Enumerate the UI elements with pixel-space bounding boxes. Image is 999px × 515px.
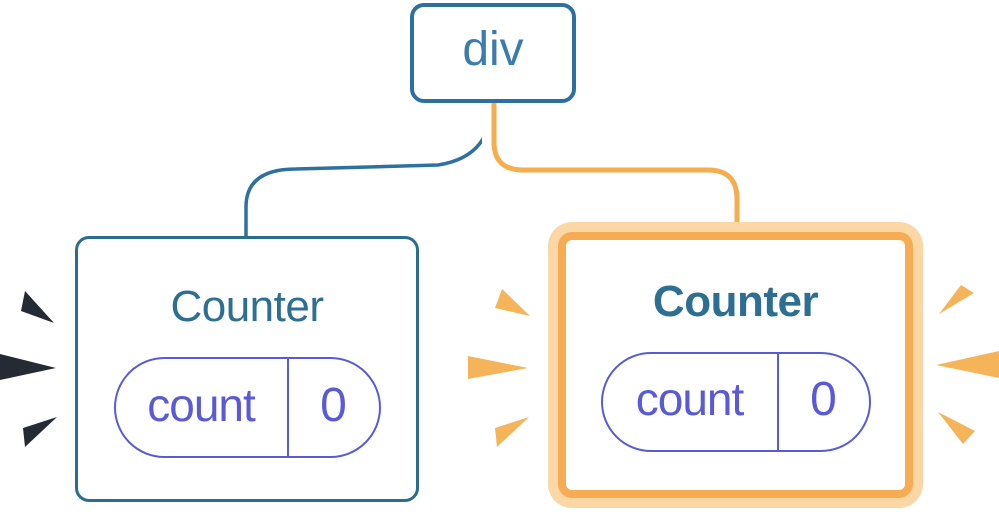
spark-orange-top-right [939, 285, 974, 314]
counter-card-left: Counter count 0 [75, 236, 419, 502]
spark-dark-top [21, 291, 54, 323]
state-pill-right-value-cell: 0 [779, 354, 869, 450]
spark-orange-top-left [495, 289, 530, 316]
tree-node-div-label: div [462, 23, 524, 76]
state-pill-left-key-cell: count [116, 359, 289, 456]
state-pill-right-key-cell: count [603, 354, 779, 450]
spark-burst-dark [0, 291, 57, 447]
state-pill-left: count 0 [113, 357, 381, 458]
spark-orange-middle-right [936, 351, 999, 378]
state-key-label: count [635, 373, 745, 425]
spark-orange-middle-left [468, 356, 528, 379]
connector-blue-left-child [244, 99, 494, 242]
connector-highlight-orange [491, 96, 740, 230]
counter-card-right-highlighted: Counter count 0 [558, 232, 913, 498]
tree-node-div: div [410, 3, 576, 103]
state-pill-right: count 0 [600, 352, 871, 452]
counter-title-right: Counter [652, 277, 819, 326]
spark-orange-bottom-left [495, 417, 529, 447]
spark-dark-bottom [23, 417, 57, 447]
state-pill-left-value-cell: 0 [289, 359, 379, 456]
state-key-label: count [147, 378, 256, 431]
counter-title-left: Counter [170, 282, 324, 331]
spark-burst-orange-right [936, 285, 999, 444]
connector-highlight-casing [482, 96, 749, 230]
spark-dark-middle [0, 354, 56, 380]
spark-orange-bottom-right [938, 412, 975, 444]
state-value: 0 [320, 378, 347, 432]
state-value: 0 [810, 373, 837, 426]
spark-burst-orange-left [468, 289, 530, 447]
